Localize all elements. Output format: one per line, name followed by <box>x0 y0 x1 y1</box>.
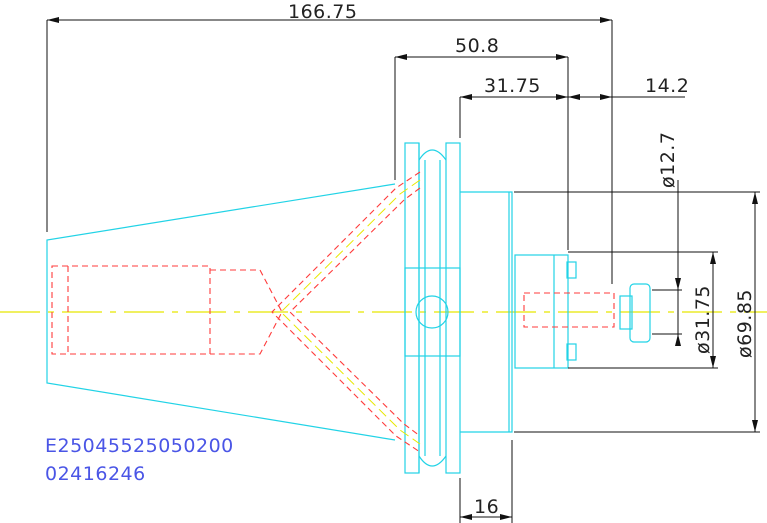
arrowheads <box>47 17 758 520</box>
taper-shank <box>46 183 396 441</box>
body-top <box>460 191 513 433</box>
tool-holder-outline <box>46 142 651 474</box>
center-bore <box>523 292 615 328</box>
bore-cone <box>210 269 283 355</box>
stub <box>619 295 633 330</box>
bore <box>51 265 211 355</box>
coolant-channel-outer <box>271 171 421 453</box>
dim-flange-to-end: 50.8 <box>455 35 499 57</box>
dimension-lines <box>46 19 760 523</box>
key-slot <box>404 267 461 357</box>
screw-top <box>566 261 577 279</box>
dim-stub-length: 14.2 <box>645 75 689 97</box>
coolant-channel-inner <box>289 187 421 437</box>
dim-body-diameter: ø31.75 <box>692 285 714 354</box>
hidden-lines <box>51 171 615 453</box>
drive-hole <box>415 295 449 329</box>
end-cap <box>629 283 651 343</box>
dim-flange-diameter: ø69.85 <box>734 289 756 358</box>
flange-groove-top <box>418 149 447 161</box>
dim-flange-width: 16 <box>474 496 499 518</box>
part-number-line2: 02416246 <box>45 463 146 485</box>
part-number-line1: E25045525050200 <box>45 435 234 457</box>
flange-groove-bottom <box>418 455 447 467</box>
channel-center <box>280 179 421 445</box>
screw-bottom <box>566 343 577 361</box>
dim-stub-diameter: ø12.7 <box>657 132 679 188</box>
nose <box>514 254 569 369</box>
dim-body-length: 31.75 <box>484 75 541 97</box>
dim-overall-length: 166.75 <box>288 1 357 23</box>
